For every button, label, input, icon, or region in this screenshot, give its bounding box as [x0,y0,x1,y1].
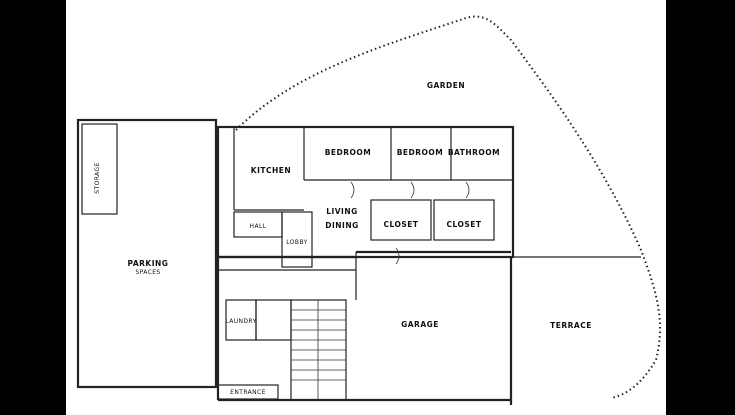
label-hall-a: HALL [250,223,267,230]
label-garden: GARDEN [427,81,465,90]
label-parking: PARKING [128,259,169,268]
bath-outline [281,211,313,268]
door-arc-3 [465,181,470,199]
label-entrance: ENTRANCE [230,389,266,396]
label-bedroom-2: BEDROOM [397,148,444,157]
storage-strip [81,123,118,215]
label-dining: DINING [325,221,359,230]
label-closet-1: CLOSET [383,220,418,229]
door-arc-1 [350,181,355,199]
door-arc-2 [410,181,415,199]
parking-outline [76,118,218,389]
staircase [290,299,347,401]
floor-plan-drawing: GARDEN TERRACE PARKING SPACES ENTRANCE K… [76,15,662,405]
floor-plan-sheet: GARDEN TERRACE PARKING SPACES ENTRANCE K… [66,0,666,415]
house-upper-outline [216,125,515,259]
door-arc-4 [395,247,400,265]
label-storage: STORAGE [94,162,101,193]
closet-1-outline [370,199,432,241]
label-kitchen: KITCHEN [251,166,291,175]
label-garage: GARAGE [401,320,439,329]
storage-outline [255,299,292,341]
site-boundary [235,15,662,399]
label-bathroom: BATHROOM [448,148,500,157]
label-living: LIVING [326,207,358,216]
label-closet-2: CLOSET [446,220,481,229]
label-bedroom-1: BEDROOM [325,148,372,157]
label-lobby: LOBBY [286,239,307,246]
label-terrace: TERRACE [550,321,592,330]
label-parking-sub: SPACES [135,269,160,276]
closet-2-outline [433,199,495,241]
label-laundry: LAUNDRY [225,318,256,325]
entrance-strip [217,384,279,400]
